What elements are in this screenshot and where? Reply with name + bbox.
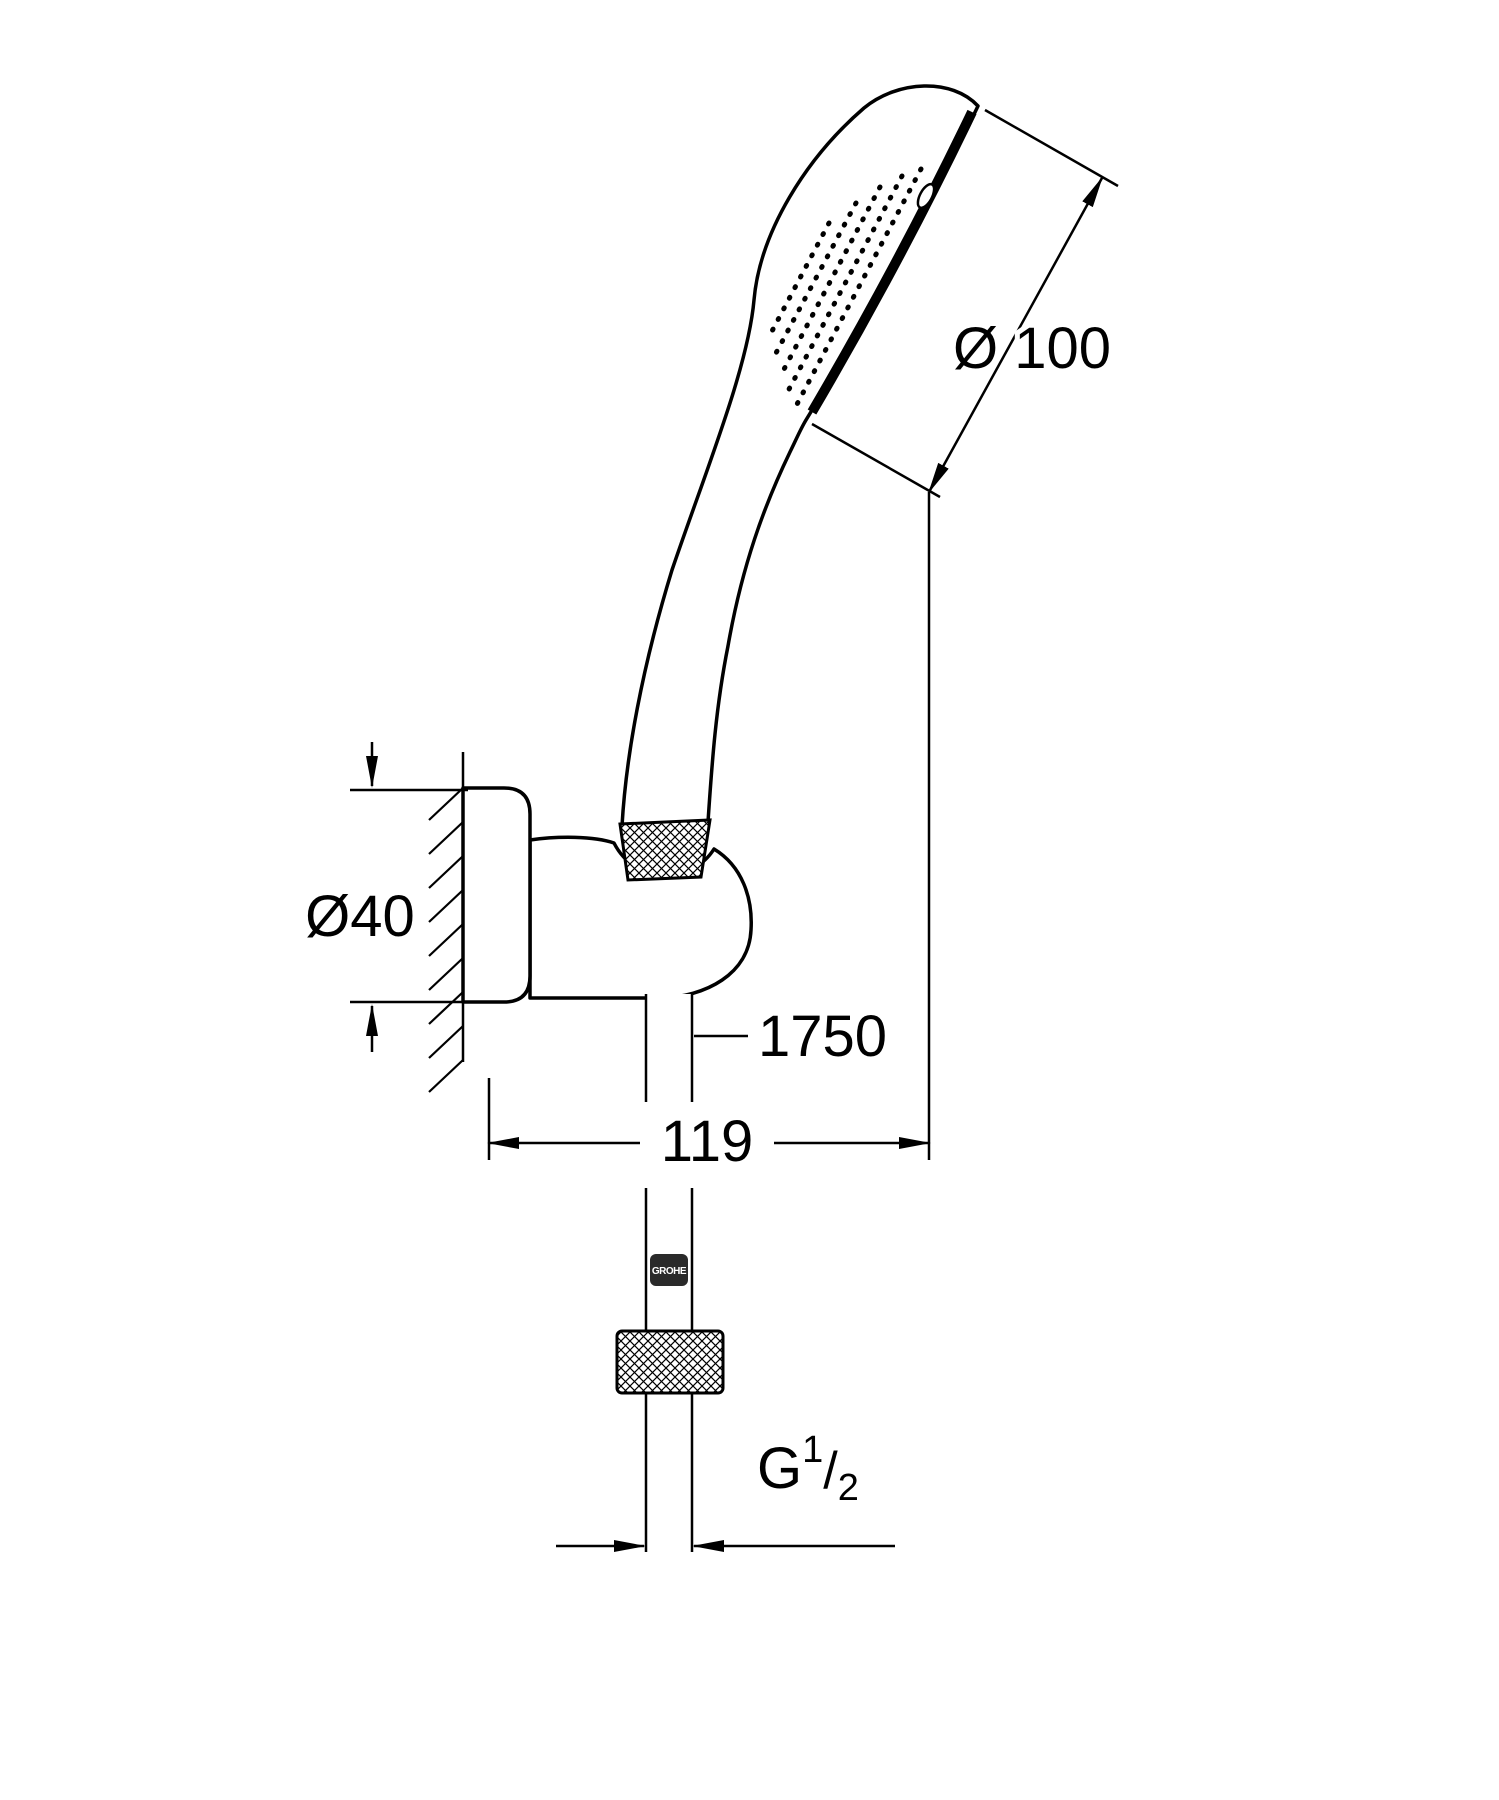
dimension-thread: G1/2 [556, 1424, 895, 1552]
grohe-logo [650, 1254, 688, 1286]
hose-knurled-nut [615, 1329, 725, 1395]
hand-shower [620, 84, 980, 828]
escutcheon [461, 786, 532, 1004]
nozzle-dots [768, 166, 924, 411]
label-hose-length: 1750 [758, 1004, 887, 1069]
hose-upper [644, 994, 694, 1104]
hose-lower: GROHE [615, 1188, 725, 1552]
dimension-wall-offset: 119 [487, 1078, 931, 1179]
dimensions: Ø 100 Ø40 1750 119 G1/2 [300, 108, 1119, 1552]
label-escutcheon-diameter: Ø40 [305, 884, 415, 949]
dimension-head-diameter: Ø 100 [811, 108, 1119, 1160]
wall [428, 752, 465, 1093]
dimension-hose-length: 1750 [694, 999, 892, 1074]
label-thread: G1/2 [757, 1429, 859, 1509]
spray-face-band [807, 109, 977, 415]
dimension-escutcheon-diameter: Ø40 [300, 742, 468, 1052]
label-wall-offset: 119 [661, 1109, 753, 1174]
label-head-diameter: Ø 100 [953, 316, 1111, 381]
grohe-logo-text: GROHE [652, 1266, 687, 1277]
handle-knurled-nut [618, 818, 712, 882]
wall-hatching [428, 787, 464, 1093]
